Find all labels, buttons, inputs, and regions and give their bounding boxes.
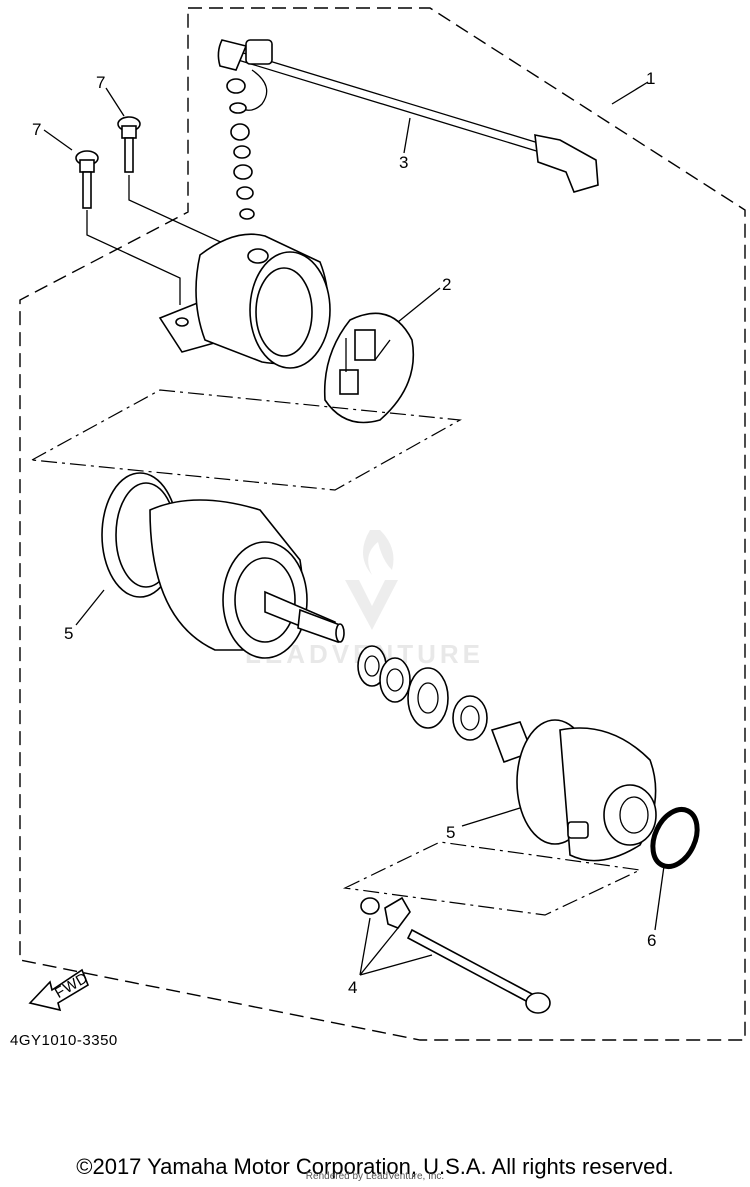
callout-3: 3	[399, 153, 408, 172]
callout-7-left-bolt: 7	[32, 120, 41, 139]
alignment-plane-upper	[30, 389, 462, 491]
bracket-parts	[360, 896, 411, 929]
washer-stack	[226, 78, 255, 220]
fwd-label: FWD	[52, 969, 91, 1002]
assembly-boundary	[19, 7, 746, 1041]
callout-1: 1	[646, 69, 655, 88]
through-bolt	[406, 928, 551, 1014]
leader-lines	[43, 81, 665, 976]
starter-yoke	[158, 233, 331, 369]
copyright-text: ©2017 Yamaha Motor Corporation, U.S.A. A…	[76, 1154, 674, 1179]
lead-wire	[217, 39, 599, 193]
callout-4: 4	[348, 978, 357, 997]
callout-2: 2	[442, 275, 451, 294]
armature	[101, 472, 345, 659]
callout-6: 6	[647, 931, 656, 950]
rear-cover	[516, 719, 657, 862]
diagram-code: 4GY1010-3350	[10, 1032, 118, 1049]
callout-5-rear-cover: 5	[446, 823, 455, 842]
alignment-plane-lower	[342, 841, 643, 916]
rendered-by-text: Rendered by LeadVenture, Inc.	[305, 1171, 445, 1182]
o-ring	[650, 807, 700, 869]
callout-5-armature: 5	[64, 624, 73, 643]
bolt-right	[117, 116, 239, 295]
fwd-arrow-icon: FWD	[28, 968, 91, 1012]
callout-7-right-bolt: 7	[96, 73, 105, 92]
brush-holder	[323, 312, 415, 424]
bolt-left	[75, 150, 181, 305]
